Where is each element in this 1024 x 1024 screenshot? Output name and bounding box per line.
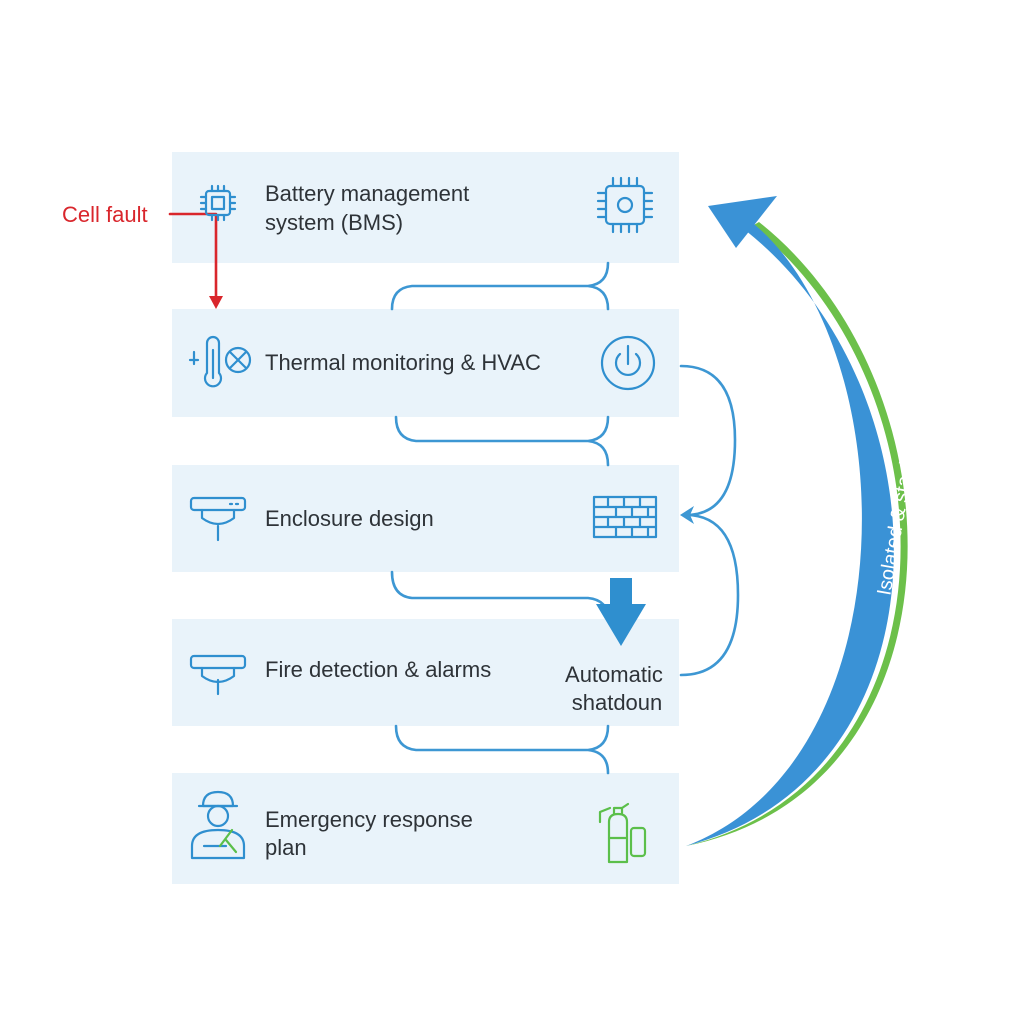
connector-shutdown-loop: [679, 513, 740, 677]
fault-label: Cell fault: [62, 202, 148, 227]
fire-extinguisher-icon: [598, 802, 647, 864]
layer-label-fire-detection: Fire detection & alarms: [265, 657, 491, 682]
layer-label-emergency: Emergency response plan: [265, 807, 479, 860]
connector-fire-emergency: [394, 724, 610, 775]
connector-thermal-loop: [679, 364, 737, 517]
thermometer-fan-icon: [188, 335, 252, 388]
brick-wall-icon: [592, 495, 658, 539]
layer-label-thermal: Thermal monitoring & HVAC: [265, 350, 541, 375]
sensor-unit-icon: [189, 496, 247, 542]
connector-arrowhead: [680, 506, 694, 524]
return-arrow-icon: [686, 196, 908, 846]
chip-icon: [199, 184, 237, 222]
layer-box-fire-detection: [172, 619, 679, 726]
layer-box-thermal: [172, 309, 679, 417]
connector-enclosure-fire: [390, 570, 610, 621]
layer-box-emergency: [172, 773, 679, 884]
layer-box-bms: [172, 152, 679, 263]
power-button-icon: [600, 335, 656, 391]
layer-label-bms: Battery management system (BMS): [265, 181, 475, 235]
connector-bms-thermal: [390, 261, 610, 311]
layer-connectors: [390, 261, 740, 775]
down-arrow-icon: [596, 578, 646, 646]
connector-thermal-enclosure: [394, 415, 610, 467]
shutdown-label: Automatic shatdoun: [565, 662, 669, 715]
processor-icon: [596, 176, 654, 234]
firefighter-icon: [190, 790, 246, 860]
layer-label-enclosure: Enclosure design: [265, 506, 434, 531]
smoke-detector-icon: [189, 654, 247, 696]
